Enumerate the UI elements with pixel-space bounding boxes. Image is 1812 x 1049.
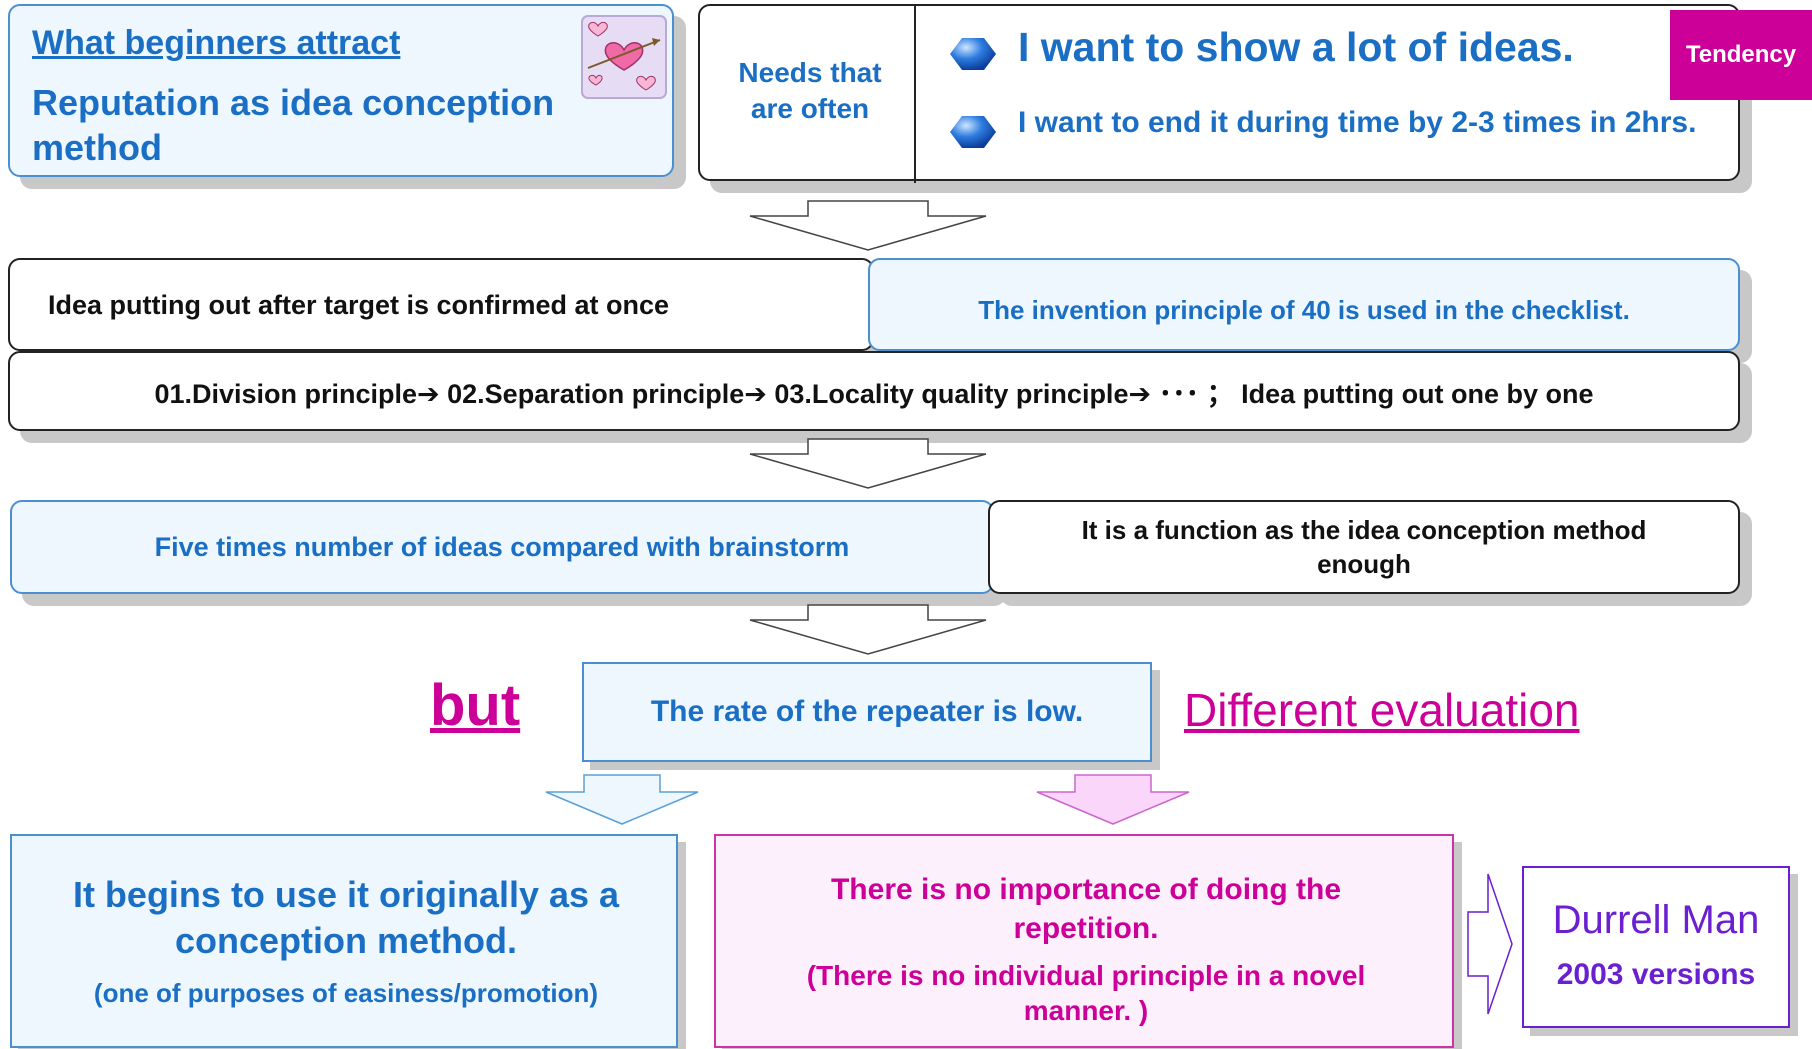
but-label: but bbox=[430, 673, 521, 738]
bullet-sphere-icon bbox=[950, 116, 996, 148]
repeater-box: The rate of the repeater is low. bbox=[582, 662, 1152, 762]
beginners-title: What beginners attract bbox=[32, 24, 401, 62]
invention-principle-text: The invention principle of 40 is used in… bbox=[978, 295, 1630, 325]
idea-putting-box: Idea putting out after target is confirm… bbox=[8, 258, 874, 351]
durrell-man-title: Durrell Man bbox=[1552, 898, 1760, 942]
down-arrow-icon bbox=[749, 438, 987, 489]
down-arrow-icon bbox=[545, 774, 699, 825]
needs-item-2: I want to end it during time by 2-3 time… bbox=[1018, 106, 1697, 139]
no-importance-sub: (There is no individual principle in a n… bbox=[806, 960, 1366, 1026]
conception-method-sub: (one of purposes of easiness/promotion) bbox=[93, 978, 599, 1008]
invention-principle-box: The invention principle of 40 is used in… bbox=[868, 258, 1740, 351]
no-importance-text: There is no importance of doing the repe… bbox=[830, 873, 1342, 945]
beginners-attract-box: What beginners attract Reputation as ide… bbox=[8, 4, 674, 177]
down-arrow-icon bbox=[1036, 774, 1190, 825]
repeater-text: The rate of the repeater is low. bbox=[650, 695, 1084, 728]
different-evaluation-label: Different evaluation bbox=[1184, 684, 1580, 736]
durrell-man-version: 2003 versions bbox=[1556, 958, 1756, 991]
needs-divider bbox=[914, 6, 916, 183]
no-importance-box: There is no importance of doing the repe… bbox=[714, 834, 1454, 1048]
idea-putting-text: Idea putting out after target is confirm… bbox=[48, 290, 670, 320]
down-arrow-icon bbox=[749, 200, 987, 251]
principles-box: 01.Division principle➔ 02.Separation pri… bbox=[8, 351, 1740, 431]
beginners-subtitle: Reputation as idea conception method bbox=[32, 82, 555, 168]
conception-method-box: It begins to use it originally as a conc… bbox=[10, 834, 678, 1048]
bullet-sphere-icon bbox=[950, 38, 996, 70]
function-enough-text: It is a function as the idea conception … bbox=[1081, 515, 1647, 579]
needs-box: Needs that are often I want to show a lo… bbox=[698, 4, 1740, 183]
principles-text: 01.Division principle➔ 02.Separation pri… bbox=[154, 378, 1594, 409]
tendency-tag: Tendency bbox=[1670, 10, 1812, 100]
conception-method-text: It begins to use it originally as a conc… bbox=[72, 874, 620, 961]
hearts-card-icon bbox=[581, 15, 667, 99]
needs-label: Needs that are often bbox=[738, 57, 882, 124]
needs-item-1: I want to show a lot of ideas. bbox=[1018, 24, 1574, 70]
durrell-man-box: Durrell Man 2003 versions bbox=[1522, 866, 1790, 1028]
function-enough-box: It is a function as the idea conception … bbox=[988, 500, 1740, 594]
five-times-text: Five times number of ideas compared with… bbox=[154, 531, 850, 562]
five-times-box: Five times number of ideas compared with… bbox=[10, 500, 994, 594]
right-arrow-icon bbox=[1467, 873, 1513, 1015]
down-arrow-icon bbox=[749, 604, 987, 655]
